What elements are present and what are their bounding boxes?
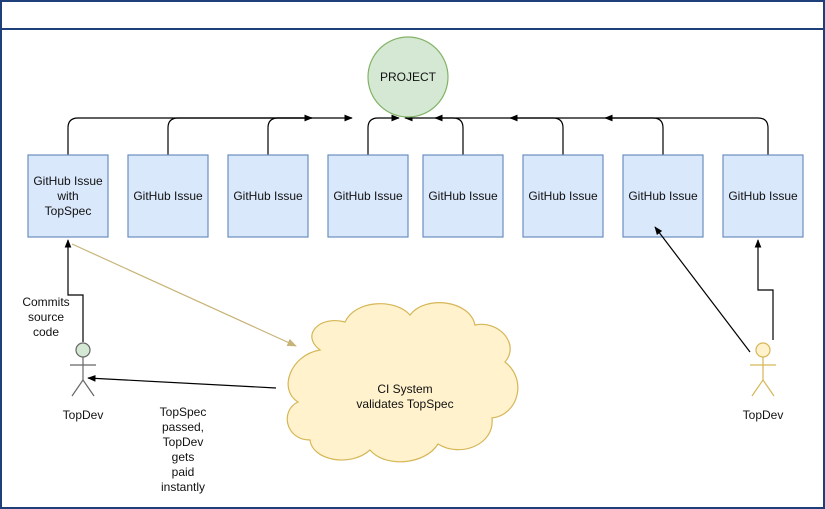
github-issue-label: TopSpec xyxy=(45,204,92,218)
topdev-right-head xyxy=(755,342,771,358)
paid-label: TopSpec passed, TopDev gets paid instant… xyxy=(160,405,207,494)
topdev-left-label: TopDev xyxy=(63,408,104,422)
github-issue-box xyxy=(722,154,804,238)
ci-system-cloud: CI System validates TopSpec xyxy=(286,302,519,463)
edge-issue-5 xyxy=(404,114,464,155)
paid-line-4: gets xyxy=(172,450,195,464)
edge-issue-1 xyxy=(67,114,313,155)
github-issue-7: GitHub Issue xyxy=(622,154,704,238)
github-issue-label: GitHub Issue xyxy=(628,189,698,203)
edge-issue-2 xyxy=(167,114,353,155)
edge-issue-3 xyxy=(267,117,312,155)
title-bar xyxy=(2,2,823,30)
project-label: PROJECT xyxy=(380,70,437,84)
edge-cloud-to-topdev-left xyxy=(87,375,277,389)
cloud-line-2: validates TopSpec xyxy=(356,397,453,411)
github-issue-box xyxy=(422,154,504,238)
issue-to-project-edges xyxy=(67,114,769,155)
github-issue-8: GitHub Issue xyxy=(722,154,804,238)
github-issue-box xyxy=(227,154,309,238)
github-issue-4: GitHub Issue xyxy=(327,154,409,238)
topdev-left-head xyxy=(75,342,91,358)
github-issue-label: GitHub Issue xyxy=(133,189,203,203)
topdev-right-label: TopDev xyxy=(743,408,784,422)
edge-issue-8 xyxy=(604,114,769,155)
github-issue-2: GitHub Issue xyxy=(127,154,209,238)
edge-issue-1-to-cloud xyxy=(71,243,297,347)
github-issue-label: with xyxy=(56,189,78,203)
github-issue-box xyxy=(522,154,604,238)
actor-edges xyxy=(64,226,774,389)
paid-line-5: paid xyxy=(172,465,195,479)
cloud-shape xyxy=(286,302,519,463)
github-issue-label: GitHub Issue xyxy=(33,174,103,188)
edge-topdev-right-to-issue-7 xyxy=(654,226,751,353)
topdev-right-actor xyxy=(750,342,776,397)
paid-line-3: TopDev xyxy=(163,435,204,449)
topdev-left-actor xyxy=(70,342,96,397)
edge-topdev-left-to-issue-1 xyxy=(64,239,84,342)
github-issue-5: GitHub Issue xyxy=(422,154,504,238)
paid-line-1: TopSpec xyxy=(160,405,207,419)
edge-topdev-right-to-issue-8 xyxy=(754,239,774,340)
github-issue-box xyxy=(127,154,209,238)
cloud-line-1: CI System xyxy=(377,382,432,396)
github-issue-label: GitHub Issue xyxy=(728,189,798,203)
github-issue-6: GitHub Issue xyxy=(522,154,604,238)
commits-line-1: Commits xyxy=(22,295,69,309)
github-issue-3: GitHub Issue xyxy=(227,154,309,238)
github-issue-label: GitHub Issue xyxy=(428,189,498,203)
github-issue-box xyxy=(27,154,109,238)
paid-line-2: passed, xyxy=(162,420,204,434)
edge-issue-4 xyxy=(367,114,400,155)
github-issue-label: GitHub Issue xyxy=(333,189,403,203)
edge-issue-7 xyxy=(509,114,664,155)
github-issue-box xyxy=(327,154,409,238)
commits-label: Commits source code xyxy=(22,295,69,339)
paid-line-6: instantly xyxy=(161,480,205,494)
commits-line-3: code xyxy=(33,325,59,339)
commits-line-2: source xyxy=(28,310,64,324)
project-node: PROJECT xyxy=(367,36,449,118)
github-issue-label: GitHub Issue xyxy=(233,189,303,203)
edge-issue-6 xyxy=(434,114,564,155)
github-issue-label: GitHub Issue xyxy=(528,189,598,203)
project-circle xyxy=(367,36,449,118)
